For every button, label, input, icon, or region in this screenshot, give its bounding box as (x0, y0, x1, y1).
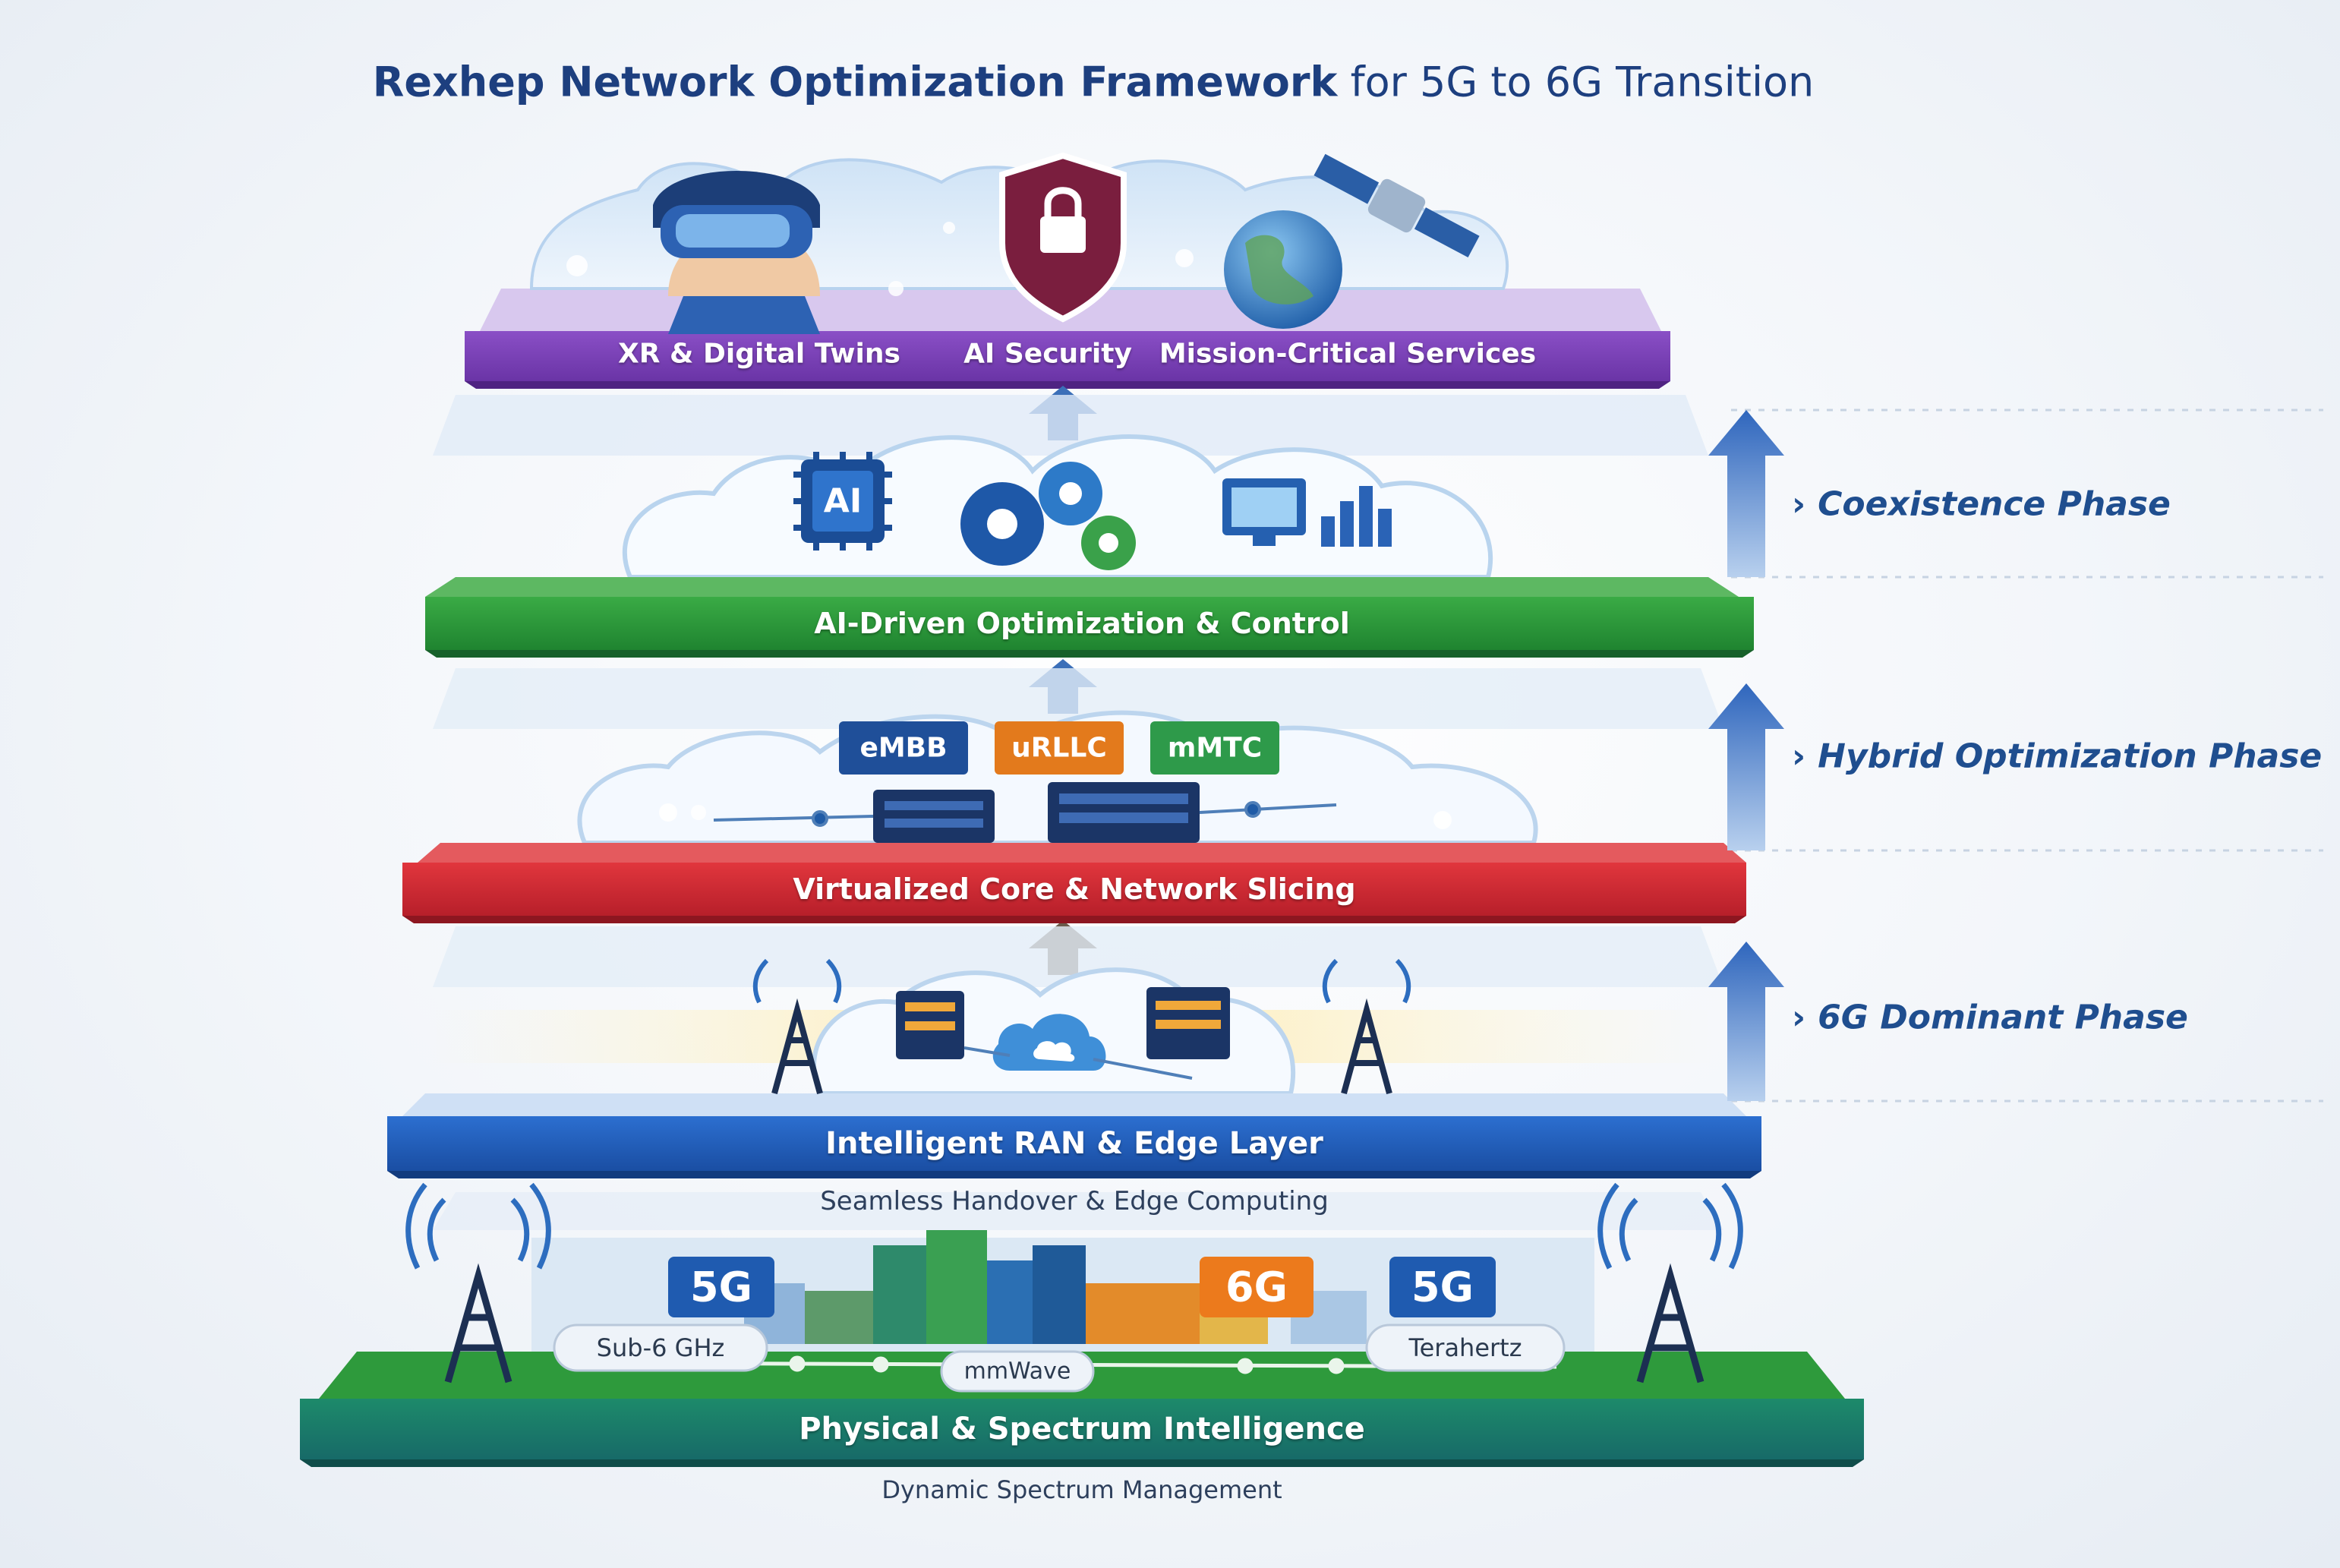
phase-6g-dominant-label: 6G Dominant Phase (1818, 998, 2188, 1037)
globe-icon (1224, 210, 1342, 329)
chevron-right-icon: › (1792, 737, 1806, 776)
phase-hybrid: › Hybrid Optimization Phase (1792, 737, 2322, 776)
slice-urllc: uRLLC (1011, 732, 1107, 764)
physical-layer (300, 1182, 1864, 1467)
ran-layer-sublabel: Seamless Handover & Edge Computing (820, 1186, 1329, 1216)
chevron-right-icon: › (1792, 484, 1806, 524)
ai-chip-icon (793, 452, 892, 551)
cloud-icon (992, 1014, 1106, 1071)
band-terahertz: Terahertz (1408, 1333, 1522, 1362)
gears-icon (960, 462, 1136, 570)
vr-headset-icon (653, 171, 820, 334)
bar-chart-icon (1321, 486, 1392, 547)
badge-6g: 6G (1225, 1263, 1288, 1311)
app-item-mission-critical: Mission-Critical Services (1159, 338, 1537, 370)
antenna-tower-icon (405, 1182, 1743, 1383)
ran-layer (387, 926, 1761, 1178)
chevron-right-icon: › (1792, 998, 1806, 1037)
up-arrow-icon (1708, 410, 1784, 1101)
slice-embb: eMBB (859, 732, 948, 764)
core-layer-label: Virtualized Core & Network Slicing (793, 872, 1356, 906)
antenna-tower-icon (752, 958, 1411, 1095)
phase-hybrid-label: Hybrid Optimization Phase (1818, 737, 2323, 776)
app-item-security: AI Security (963, 338, 1132, 370)
badge-5g-left: 5G (690, 1263, 752, 1311)
server-icon (873, 782, 1200, 843)
monitor-icon (1222, 478, 1306, 546)
server-icon (896, 987, 1230, 1059)
core-layer (402, 668, 1746, 923)
phase-6g-dominant: › 6G Dominant Phase (1792, 999, 2188, 1037)
satellite-icon (1313, 153, 1480, 257)
title-main: Rexhep Network Optimization Framework (372, 58, 1338, 106)
page-title: Rexhep Network Optimization Framework fo… (373, 58, 1814, 106)
ai-chip-label: AI (823, 481, 863, 521)
band-sub6: Sub-6 GHz (596, 1333, 725, 1362)
band-mmwave: mmWave (963, 1358, 1071, 1385)
phase-coexistence-label: Coexistence Phase (1818, 484, 2171, 524)
application-layer (465, 152, 1670, 389)
shield-lock-icon (999, 152, 1127, 323)
phase-coexistence: › Coexistence Phase (1792, 485, 2171, 524)
slice-mmtc: mMTC (1167, 732, 1263, 764)
badge-5g-right: 5G (1411, 1263, 1474, 1311)
app-item-xr: XR & Digital Twins (618, 338, 900, 370)
city-icon (744, 1230, 1367, 1344)
phase-guide-lines (1731, 409, 2323, 1103)
physical-layer-label: Physical & Spectrum Intelligence (799, 1412, 1365, 1447)
physical-layer-sublabel: Dynamic Spectrum Management (881, 1475, 1282, 1504)
title-suffix: for 5G to 6G Transition (1350, 58, 1815, 106)
ai-layer-label: AI-Driven Optimization & Control (814, 607, 1350, 640)
ai-control-layer (425, 395, 1754, 658)
ran-layer-label: Intelligent RAN & Edge Layer (825, 1126, 1323, 1161)
